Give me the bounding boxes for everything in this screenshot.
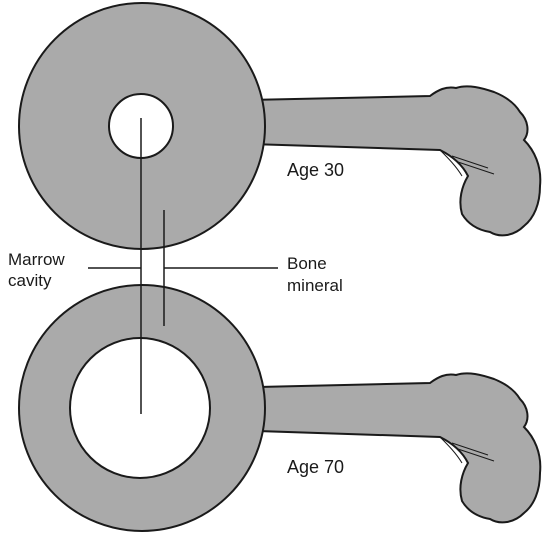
age-70-label: Age 70 [287, 458, 344, 477]
marrow-label-line1: Marrow [8, 250, 65, 269]
femur-age-30 [19, 3, 540, 249]
marrow-label-line2: cavity [8, 271, 51, 290]
marrow-cavity-bottom [70, 338, 210, 478]
bone-label-line1: Bone [287, 254, 327, 273]
femur-shaft-bottom [258, 373, 540, 522]
bone-label-line2: mineral [287, 276, 343, 295]
age-30-label: Age 30 [287, 161, 344, 180]
femur-age-70 [19, 285, 540, 531]
